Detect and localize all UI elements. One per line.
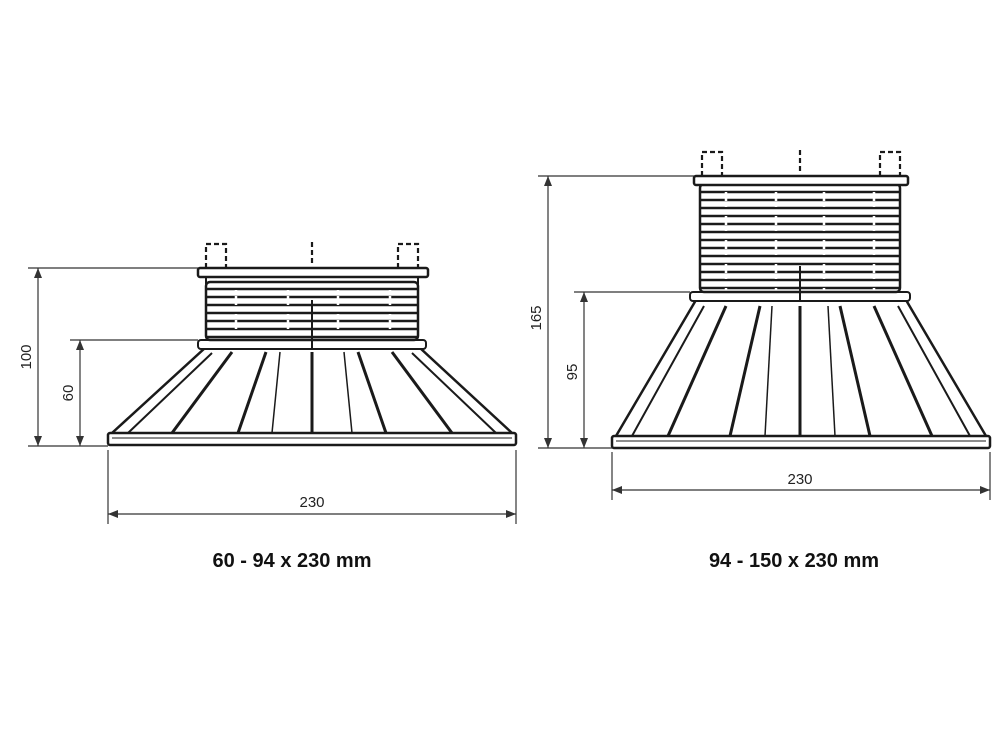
left-dim-total-height [28, 267, 198, 447]
right-dim-total-height [538, 175, 694, 449]
right-head-plate [692, 174, 910, 187]
left-head-plate [196, 266, 430, 279]
right-dim-base-height [574, 291, 690, 448]
right-pedestal-caption: 94 - 150 x 230 mm [708, 550, 880, 572]
left-label-base-height: 60 [60, 385, 77, 402]
right-base-plate [610, 434, 992, 450]
right-label-base-height: 95 [564, 364, 581, 381]
left-label-total-height: 100 [18, 344, 35, 369]
left-dim-width [107, 450, 517, 524]
left-base-plate [106, 431, 518, 447]
left-spacer-tabs [204, 242, 420, 268]
right-label-total-height: 165 [528, 305, 545, 330]
right-spacer-tabs [700, 150, 902, 176]
right-label-width: 230 [787, 471, 812, 488]
left-label-width: 230 [299, 494, 324, 511]
right-cone-ribs [666, 305, 934, 437]
left-pedestal-caption: 60 - 94 x 230 mm [212, 550, 372, 572]
left-pedestal [106, 242, 518, 447]
left-dim-base-height [70, 339, 198, 446]
right-dim-width [611, 452, 991, 500]
left-cone-ribs [170, 351, 454, 434]
right-pedestal [610, 150, 992, 450]
